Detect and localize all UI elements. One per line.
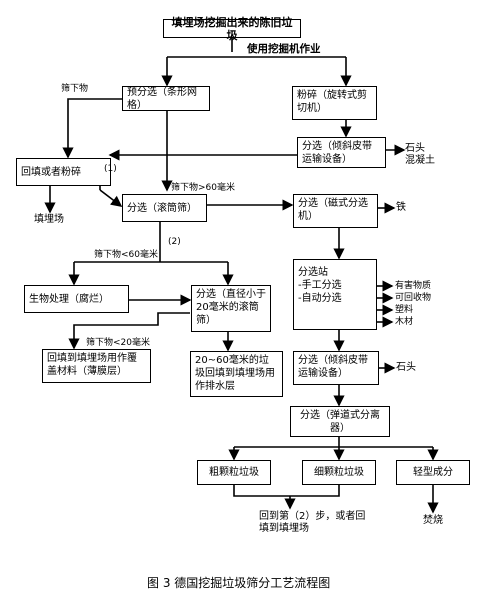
label-under-20: 筛下物<20毫米: [86, 338, 150, 348]
drainage-layer-box: 20~60毫米的垃圾回填到填埋场用作排水层: [190, 351, 283, 397]
label-step-1: (1): [104, 164, 117, 174]
drum-screen-box: 分选（滚筒筛）: [122, 194, 207, 222]
belt-sort-1-box: 分选（倾斜皮带运输设备）: [297, 137, 386, 168]
output-stone-2: 石头: [396, 362, 416, 373]
magnetic-text: 分选（磁式分选机）: [298, 198, 368, 222]
fine-text: 细颗粒垃圾: [314, 467, 364, 478]
crush-box: 粉碎（旋转式剪切机）: [292, 86, 377, 120]
belt-sort-2-text: 分选（倾斜皮带运输设备）: [298, 355, 368, 379]
pre-screen-box: 预分选（条形网格）: [122, 86, 210, 111]
coarse-text: 粗颗粒垃圾: [209, 467, 259, 478]
connector-coarse-fine-merge: [233, 485, 340, 497]
cover-text: 回填到填埋场用作覆盖材料（薄膜层）: [47, 353, 137, 377]
drum-screen-text: 分选（滚筒筛）: [127, 202, 197, 214]
station-output-plastic: 塑料: [395, 305, 414, 315]
small-drum-text: 分选（直径小于20毫米的滚筒筛）: [196, 289, 266, 326]
title-text: 填埋场挖掘出来的陈旧垃圾: [171, 15, 293, 42]
magnetic-separator-box: 分选（磁式分选机）: [293, 194, 378, 228]
output-return-or-landfill: 回到第（2）步，或者回填到填埋场: [259, 511, 366, 534]
figure-caption: 图 3 德国挖掘垃圾筛分工艺流程图: [147, 576, 331, 590]
bio-text: 生物处理（腐烂）: [29, 293, 109, 305]
station-output-hazardous: 有害物质: [395, 281, 432, 291]
belt-sort-2-box: 分选（倾斜皮带运输设备）: [293, 351, 379, 385]
bio-treatment-box: 生物处理（腐烂）: [24, 285, 129, 313]
small-drum-screen-box: 分选（直径小于20毫米的滚筒筛）: [191, 285, 271, 332]
cover-material-box: 回填到填埋场用作覆盖材料（薄膜层）: [42, 349, 151, 383]
light-fraction-box: 轻型成分: [396, 460, 470, 485]
fine-waste-box: 细颗粒垃圾: [302, 460, 376, 485]
label-under-60: 筛下物<60毫米: [94, 250, 158, 260]
output-incinerate: 焚烧: [423, 515, 443, 526]
arrow-backfill-to-drum: [99, 189, 123, 207]
light-text: 轻型成分: [413, 467, 453, 478]
coarse-waste-box: 粗颗粒垃圾: [197, 460, 271, 485]
arrow-under20-to-cover: [68, 312, 190, 350]
backfill-or-crush-text: 回填或者粉碎: [21, 166, 81, 178]
output-landfill: 填埋场: [34, 214, 64, 225]
label-over-60: 筛下物>60毫米: [171, 183, 235, 193]
belt-sort-1-text: 分选（倾斜皮带运输设备）: [302, 141, 372, 165]
step-excavator: 使用挖掘机作业: [247, 43, 321, 55]
output-iron: 铁: [396, 202, 406, 213]
crush-text: 粉碎（旋转式剪切机）: [297, 90, 367, 114]
arrow-undersize-to-backfill: [62, 98, 122, 159]
ballistic-text: 分选（弹道式分离器）: [300, 409, 380, 434]
station-manual: -手工分选: [298, 280, 342, 291]
station-output-recyclable: 可回收物: [395, 293, 432, 303]
label-undersize: 筛下物: [61, 84, 89, 94]
ballistic-separator-box: 分选（弹道式分离器）: [290, 406, 390, 437]
station-output-wood: 木材: [395, 317, 414, 327]
output-stone-concrete: 石头 混凝土: [405, 143, 435, 166]
backfill-or-crush-box: 回填或者粉碎: [16, 158, 111, 186]
station-auto: -自动分选: [298, 293, 342, 304]
label-step-2: (2): [168, 237, 181, 247]
pre-screen-text: 预分选（条形网格）: [127, 86, 197, 111]
title-box: 填埋场挖掘出来的陈旧垃圾: [163, 16, 301, 42]
sorting-station-box: 分选站 -手工分选 -自动分选: [293, 259, 377, 330]
drainage-text: 20~60毫米的垃圾回填到填埋场用作排水层: [195, 355, 275, 392]
station-title: 分选站: [298, 267, 328, 278]
